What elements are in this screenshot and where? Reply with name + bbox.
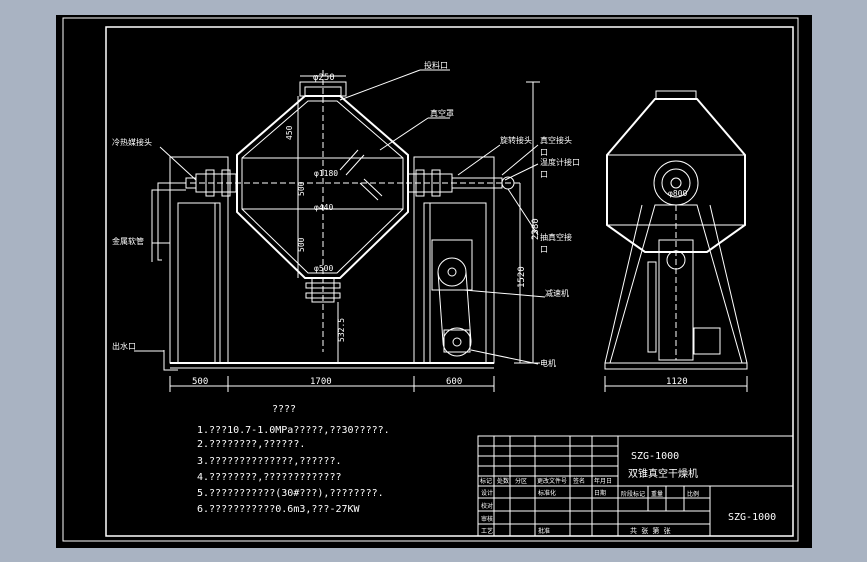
dim-main-width: 1700: [310, 377, 332, 387]
right-header: 比例: [687, 490, 699, 498]
header-cell: 处数: [497, 477, 509, 485]
product-name: 双锥真空干燥机: [628, 467, 698, 480]
row-label: 审核: [481, 515, 493, 523]
header-cell: 标记: [480, 477, 492, 485]
label-rotary-joint: 旋转接头: [500, 135, 532, 145]
dim-left-width: 500: [192, 377, 208, 387]
drawing-border: [62, 17, 799, 542]
dim-mid-height-2: 500: [297, 237, 306, 252]
dim-side-height: 1520: [517, 266, 527, 288]
label-vacuum-hood: 真空罩: [430, 108, 454, 118]
row-label: 设计: [481, 489, 493, 497]
cell-standard: 标准化: [538, 489, 556, 497]
dim-end-pulley: φ800: [668, 189, 687, 198]
dim-end-width: 1120: [666, 377, 688, 387]
row-label: 校对: [481, 502, 493, 510]
cell-approve: 批准: [538, 527, 550, 535]
dim-mid-height-1: 500: [297, 181, 306, 196]
inner-frame: [105, 26, 794, 537]
dim-top-flange: φ250: [313, 73, 335, 83]
label-feed-port: 投料口: [424, 60, 448, 70]
label-vacuum-pump-b: 口: [540, 245, 548, 254]
front-view: [134, 69, 546, 392]
header-cell: 更改文件号: [537, 477, 567, 485]
notes-title: ????: [272, 404, 296, 415]
model-text-2: SZG-1000: [728, 512, 776, 523]
dim-right-width: 600: [446, 377, 462, 387]
cell-date: 日期: [594, 489, 606, 497]
label-thermometer: 温度计接口: [540, 157, 580, 167]
right-header: 阶段标记: [621, 490, 645, 498]
note-line: 5.???????????(30#???),????????.: [197, 488, 384, 499]
dim-bottom-height: 532.5: [337, 318, 346, 342]
dim-inner-pipe: φ440: [314, 203, 333, 212]
label-thermometer-b: 口: [540, 170, 548, 179]
label-reducer: 减速机: [545, 288, 569, 298]
header-cell: 分区: [515, 477, 527, 485]
note-line: 1.???10.7-1.0MPa?????,??30?????.: [197, 425, 390, 436]
note-line: 2.????????,??????.: [197, 439, 305, 450]
sheet-background: [56, 15, 812, 548]
note-line: 4.????????,?????????????: [197, 472, 342, 483]
sheet-count: 共 张 第 张: [630, 526, 671, 535]
label-water-outlet: 出水口: [112, 341, 136, 351]
title-block: [477, 435, 794, 537]
label-heat-joint: 冷热媒接头: [112, 137, 152, 147]
model-text-1: SZG-1000: [631, 451, 679, 462]
label-motor: 电机: [540, 358, 556, 368]
side-view: [604, 90, 748, 392]
label-vacuum-pump: 抽真空接: [540, 232, 572, 242]
dim-upper-height: 450: [285, 125, 294, 140]
dim-bottom-flange: φ500: [314, 264, 333, 273]
header-cell: 年月日: [594, 477, 612, 485]
row-label: 工艺: [481, 527, 493, 535]
label-metal-hose: 金属软管: [112, 236, 144, 246]
dim-mid-diameter: φ1180: [314, 169, 338, 178]
label-vacuum-joint: 真空接头: [540, 135, 572, 145]
note-line: 6.???????????0.6m3,???-27KW: [197, 504, 361, 515]
right-header: 重量: [651, 490, 663, 498]
note-line: 3.??????????????,??????.: [197, 456, 342, 467]
header-cell: 签名: [573, 477, 585, 485]
dim-total-height: 2380: [531, 218, 541, 240]
label-vacuum-joint-b: 口: [540, 148, 548, 157]
